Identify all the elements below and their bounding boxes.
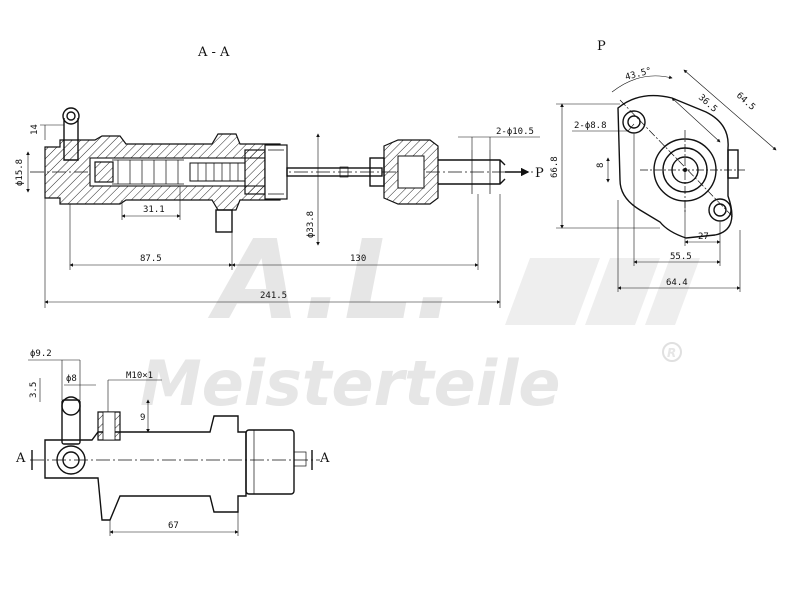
dim-2-phi10-5: 2-ϕ10.5 <box>496 127 534 137</box>
dim-64-5: 64.5 <box>734 91 757 113</box>
watermark: A.L. Meisterteile R <box>140 216 700 420</box>
dim-phi8: ϕ8 <box>66 374 77 384</box>
dim-130: 130 <box>350 254 366 264</box>
seal-housing <box>244 149 266 195</box>
side-inlet-nipple <box>61 399 81 445</box>
section-dimensions: 14 ϕ15.8 31.1 ϕ33.8 87.5 130 241.5 <box>15 124 540 308</box>
registered-mark <box>662 342 682 362</box>
watermark-registered: R <box>667 346 676 360</box>
dim-2-phi8-8: 2-ϕ8.8 <box>574 121 607 131</box>
push-rod <box>286 167 383 177</box>
view-p-arrow-label: P <box>535 166 544 181</box>
section-view: 14 ϕ15.8 31.1 ϕ33.8 87.5 130 241.5 <box>15 107 544 308</box>
section-mark-right: A <box>319 451 330 466</box>
dim-14: 14 <box>30 124 40 135</box>
boot-flange <box>264 144 288 200</box>
dim-55-5: 55.5 <box>670 252 692 262</box>
dim-phi33-8: ϕ33.8 <box>306 211 316 238</box>
dim-87-5: 87.5 <box>140 254 162 264</box>
dim-9: 9 <box>140 413 145 423</box>
dim-27: 27 <box>698 232 709 242</box>
dim-36-5: 36.5 <box>696 93 719 115</box>
section-mark-left: A <box>15 451 26 466</box>
inlet-nipple-top <box>62 107 80 125</box>
dim-67: 67 <box>168 521 179 531</box>
return-spring <box>112 159 184 185</box>
dim-31-1: 31.1 <box>143 205 165 215</box>
watermark-monogram: A.L. <box>207 216 456 344</box>
mount-hole-bottom <box>708 198 732 222</box>
mount-hole-top <box>622 110 646 134</box>
dim-43-5: 43.5° <box>624 66 653 83</box>
dim-241-5: 241.5 <box>260 291 287 301</box>
side-view-dimensions: ϕ9.2 ϕ8 3.5 M10×1 9 67 <box>28 349 239 536</box>
primary-piston <box>94 161 114 183</box>
dim-64-4: 64.4 <box>666 278 688 288</box>
watermark-bars <box>505 258 700 325</box>
view-p-title: P <box>597 39 606 54</box>
mounting-flange <box>617 94 733 239</box>
dim-m10x1: M10×1 <box>126 371 153 381</box>
dim-phi15-8: ϕ15.8 <box>15 159 25 186</box>
side-port <box>727 149 739 179</box>
dim-66-8: 66.8 <box>550 156 560 178</box>
side-view-body <box>44 415 247 521</box>
mount-lug <box>215 209 233 233</box>
section-title: A - A <box>197 45 230 60</box>
dim-8: 8 <box>596 163 606 168</box>
watermark-brand: Meisterteile <box>140 347 560 420</box>
dim-phi9-2: ϕ9.2 <box>30 349 52 359</box>
clevis-fork <box>438 159 506 185</box>
boot <box>245 429 295 495</box>
dim-3-5: 3.5 <box>29 382 39 398</box>
side-view: A A ϕ9.2 ϕ8 3.5 M10×1 9 6 <box>15 349 330 536</box>
